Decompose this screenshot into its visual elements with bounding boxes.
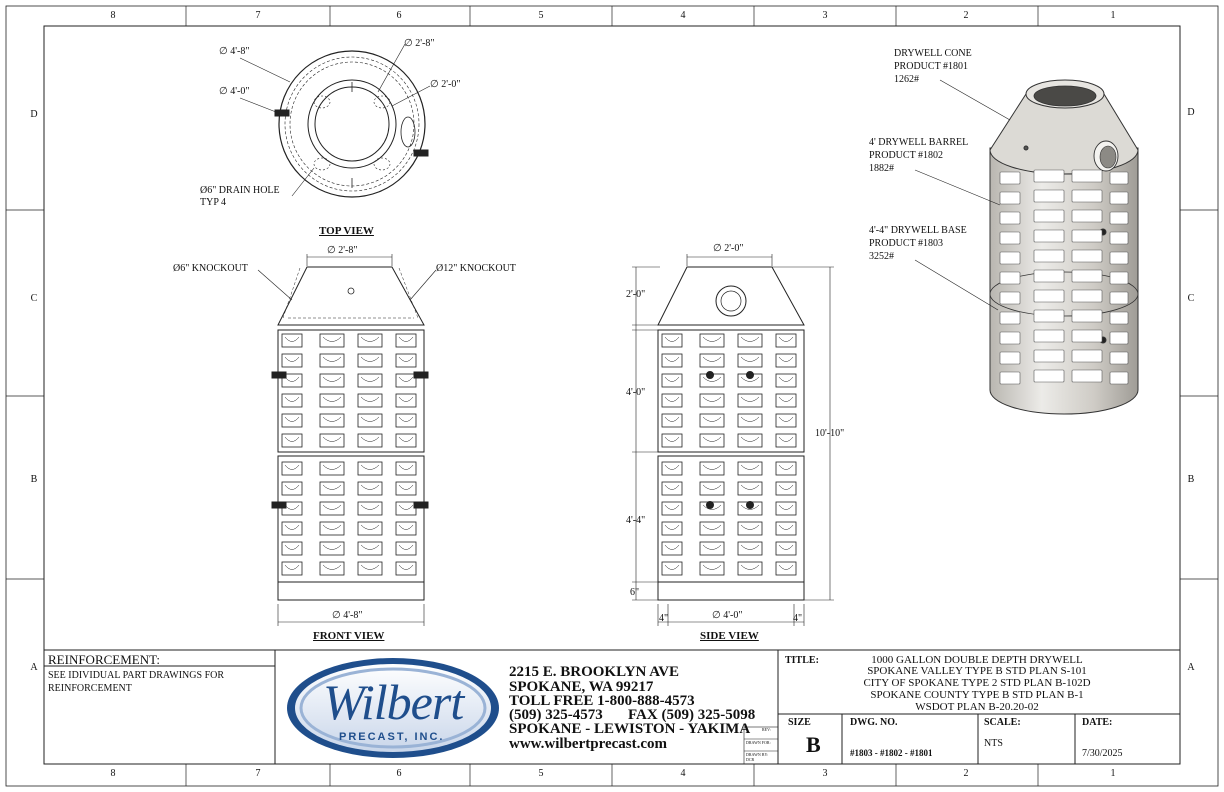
drawn-for-label: DRAWN FOR: bbox=[746, 740, 771, 745]
zone-col-7-bottom: 7 bbox=[255, 768, 261, 779]
logo-subtitle: PRECAST, INC. bbox=[339, 731, 445, 743]
zone-row-d: D bbox=[30, 109, 38, 120]
zone-col-1: 1 bbox=[1110, 10, 1116, 21]
toll-free: TOLL FREE 1-800-888-4573 bbox=[509, 693, 695, 709]
rev-label: REV: bbox=[762, 727, 771, 732]
side-view-drawing bbox=[632, 254, 834, 626]
barrel-callout-3: 1882# bbox=[869, 163, 894, 174]
floor-height-dim: 6" bbox=[630, 587, 640, 598]
barrel-height-dim: 4'-0" bbox=[626, 387, 646, 398]
top-outer-od-dim: ∅ 4'-8" bbox=[219, 46, 250, 57]
base-height-dim: 4'-4" bbox=[626, 515, 646, 526]
zone-col-6-bottom: 6 bbox=[396, 768, 402, 779]
front-view-drawing bbox=[257, 254, 437, 626]
top-opening-od-dim: ∅ 2'-8" bbox=[404, 38, 435, 49]
base-callout-2: PRODUCT #1803 bbox=[869, 238, 943, 249]
size-value: B bbox=[806, 732, 821, 757]
cone-callout-3: 1262# bbox=[894, 74, 919, 85]
cone-callout-1: DRYWELL CONE bbox=[894, 48, 972, 59]
wall-right-dim: 4" bbox=[793, 613, 803, 624]
locations: SPOKANE - LEWISTON - YAKIMA bbox=[509, 721, 751, 737]
phone-number: (509) 325-4573 bbox=[509, 707, 603, 723]
zone-col-2: 2 bbox=[963, 10, 969, 21]
website-link[interactable]: www.wilbertprecast.com bbox=[509, 736, 668, 752]
date-value: 7/30/2025 bbox=[1082, 748, 1123, 759]
drain-hole-label: Ø6" DRAIN HOLE bbox=[200, 185, 280, 196]
side-view-title: SIDE VIEW bbox=[700, 630, 759, 642]
side-top-dim: ∅ 2'-0" bbox=[713, 243, 744, 254]
dwg-no-label: DWG. NO. bbox=[850, 717, 898, 728]
title-line-4: SPOKANE COUNTY TYPE B STD PLAN B-1 bbox=[870, 689, 1084, 701]
zone-col-3: 3 bbox=[822, 10, 828, 21]
barrel-callout-2: PRODUCT #1802 bbox=[869, 150, 943, 161]
front-view-title: FRONT VIEW bbox=[313, 630, 385, 642]
knockout-6-label: Ø6" KNOCKOUT bbox=[173, 263, 248, 274]
drawn-by-value: DCR bbox=[746, 757, 755, 762]
zone-row-c: C bbox=[30, 293, 38, 304]
zone-row-c-right: C bbox=[1187, 293, 1195, 304]
logo-name: Wilbert bbox=[323, 674, 464, 730]
zone-col-8: 8 bbox=[110, 10, 116, 21]
top-inner-od-dim: ∅ 4'-0" bbox=[219, 86, 250, 97]
side-slot-grid bbox=[661, 333, 797, 576]
top-view-title: TOP VIEW bbox=[319, 225, 374, 237]
zone-col-7: 7 bbox=[255, 10, 261, 21]
zone-col-5-bottom: 5 bbox=[538, 768, 544, 779]
top-view-drawing bbox=[239, 43, 431, 198]
scale-label: SCALE: bbox=[984, 717, 1021, 728]
overall-height-dim: 10'-10" bbox=[815, 428, 845, 439]
iso-slot-grid bbox=[999, 169, 1129, 385]
cone-callout-2: PRODUCT #1801 bbox=[894, 61, 968, 72]
zone-col-6: 6 bbox=[396, 10, 402, 21]
zone-col-4: 4 bbox=[680, 10, 686, 21]
top-opening-id-dim: ∅ 2'-0" bbox=[430, 79, 461, 90]
title-label: TITLE: bbox=[785, 655, 819, 666]
zone-col-3-bottom: 3 bbox=[822, 768, 828, 779]
address-line-2: SPOKANE, WA 99217 bbox=[509, 679, 654, 695]
front-bottom-dim: ∅ 4'-8" bbox=[332, 610, 363, 621]
base-callout-3: 3252# bbox=[869, 251, 894, 262]
zone-col-2-bottom: 2 bbox=[963, 768, 969, 779]
address-line-1: 2215 E. BROOKLYN AVE bbox=[509, 664, 680, 680]
zone-col-8-bottom: 8 bbox=[110, 768, 116, 779]
base-callout-1: 4'-4" DRYWELL BASE bbox=[869, 225, 967, 236]
side-bottom-dim: ∅ 4'-0" bbox=[712, 610, 743, 621]
cone-height-dim: 2'-0" bbox=[626, 289, 646, 300]
drawn-by-label: DRAWN BY: bbox=[746, 752, 769, 757]
reinforcement-heading: REINFORCEMENT: bbox=[48, 652, 161, 667]
wall-left-dim: 4" bbox=[659, 613, 669, 624]
reinforcement-line-1: SEE IDIVIDUAL PART DRAWINGS FOR bbox=[48, 670, 225, 681]
title-line-5: WSDOT PLAN B-20.20-02 bbox=[915, 701, 1039, 713]
dwg-no-value: #1803 - #1802 - #1801 bbox=[850, 748, 933, 758]
zone-row-b: B bbox=[30, 474, 38, 485]
size-label: SIZE bbox=[788, 717, 811, 728]
title-line-3: CITY OF SPOKANE TYPE 2 STD PLAN B-102D bbox=[863, 677, 1091, 689]
zone-row-a: A bbox=[30, 662, 38, 673]
front-top-dim: ∅ 2'-8" bbox=[327, 245, 358, 256]
zone-col-4-bottom: 4 bbox=[680, 768, 686, 779]
knockout-12-label: Ø12" KNOCKOUT bbox=[436, 263, 516, 274]
front-slot-grid bbox=[281, 333, 417, 576]
title-line-1: 1000 GALLON DOUBLE DEPTH DRYWELL bbox=[871, 654, 1083, 666]
scale-value: NTS bbox=[984, 738, 1003, 749]
zone-row-b-right: B bbox=[1187, 474, 1195, 485]
title-block-lines bbox=[44, 649, 1180, 765]
company-logo: Wilbert PRECAST, INC. bbox=[283, 653, 503, 763]
zone-col-1-bottom: 1 bbox=[1110, 768, 1116, 779]
date-label: DATE: bbox=[1082, 717, 1113, 728]
zone-col-5: 5 bbox=[538, 10, 544, 21]
fax-number: FAX (509) 325-5098 bbox=[628, 707, 756, 723]
barrel-callout-1: 4' DRYWELL BARREL bbox=[869, 137, 969, 148]
zone-ticks bbox=[6, 6, 1218, 786]
isometric-drawing bbox=[914, 79, 1139, 415]
zone-row-a-right: A bbox=[1187, 662, 1195, 673]
reinforcement-line-2: REINFORCEMENT bbox=[48, 683, 132, 694]
title-line-2: SPOKANE VALLEY TYPE B STD PLAN S-101 bbox=[867, 665, 1087, 677]
drain-hole-typ: TYP 4 bbox=[200, 197, 227, 208]
zone-row-d-right: D bbox=[1187, 107, 1195, 118]
